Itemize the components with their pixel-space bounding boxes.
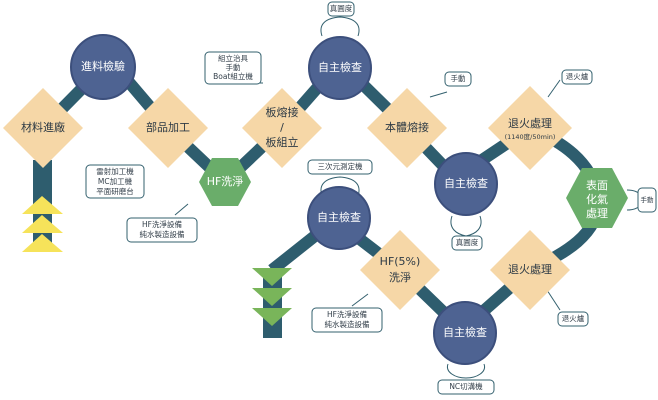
end-arrow-3 bbox=[252, 308, 292, 326]
svg-text:Boat組立機: Boat組立機 bbox=[213, 71, 253, 81]
svg-text:三次元測定機: 三次元測定機 bbox=[318, 161, 363, 171]
svg-text:HF洗淨設備: HF洗淨設備 bbox=[142, 219, 182, 229]
svg-text:自主檢查: 自主檢查 bbox=[444, 176, 488, 190]
step-material: 材料進廠 bbox=[3, 88, 83, 168]
svg-text:板組立: 板組立 bbox=[266, 135, 299, 149]
svg-text:自主檢查: 自主檢查 bbox=[318, 60, 362, 74]
svg-text:雷射加工機: 雷射加工機 bbox=[96, 166, 134, 176]
step-self-check-1: 自主檢查 bbox=[308, 36, 372, 100]
svg-text:真圓度: 真圓度 bbox=[456, 237, 479, 247]
svg-text:自主檢查: 自主檢查 bbox=[317, 210, 361, 224]
tag-roundness-bottom: 真圓度 bbox=[451, 235, 483, 251]
step-hf5-wash: HF(5%) 洗淨 bbox=[360, 230, 440, 310]
step-anneal-2: 退火處理 bbox=[490, 230, 570, 310]
tag-manual-2: 手動 bbox=[637, 187, 657, 213]
step-self-check-4: 自主檢查 bbox=[433, 301, 497, 365]
svg-text:退火爐: 退火爐 bbox=[566, 71, 589, 81]
svg-text:/: / bbox=[280, 121, 284, 134]
step-body-weld: 本體熔接 bbox=[367, 88, 447, 168]
svg-text:板熔接: 板熔接 bbox=[266, 105, 299, 119]
svg-text:組立治具: 組立治具 bbox=[218, 53, 248, 63]
svg-text:手動: 手動 bbox=[451, 73, 466, 83]
svg-text:真圓度: 真圓度 bbox=[330, 3, 353, 13]
tag-nc-cutting: NC切溝機 bbox=[437, 379, 495, 395]
svg-text:退火爐: 退火爐 bbox=[562, 313, 585, 323]
svg-text:HF(5%): HF(5%) bbox=[380, 255, 421, 268]
step-incoming: 進料檢驗 bbox=[70, 34, 136, 100]
step-surface: 表面 化氣 處理 bbox=[566, 168, 628, 228]
circles: 進料檢驗 自主檢查 自主檢查 自主檢查 自主檢查 bbox=[70, 34, 498, 365]
svg-text:退火處理: 退火處理 bbox=[508, 262, 552, 276]
svg-text:手動: 手動 bbox=[641, 195, 655, 204]
tag-manual-1: 手動 bbox=[444, 71, 472, 87]
svg-text:洗淨: 洗淨 bbox=[389, 271, 411, 284]
tag-hf-equipment: HF洗淨設備 純水製造設備 bbox=[126, 217, 198, 243]
svg-text:退火處理: 退火處理 bbox=[508, 116, 552, 130]
step-welding: 板熔接 / 板組立 bbox=[242, 88, 322, 168]
svg-text:部品加工: 部品加工 bbox=[146, 120, 190, 134]
start-arrows bbox=[22, 196, 63, 252]
start-arrow-3 bbox=[22, 234, 63, 252]
end-arrows bbox=[252, 268, 292, 326]
tag-roundness-top: 真圓度 bbox=[327, 1, 355, 17]
svg-text:MC加工機: MC加工機 bbox=[98, 176, 133, 186]
step-anneal-1: 退火處理 (1140度/50min) bbox=[488, 86, 572, 170]
step-self-check-3: 自主檢查 bbox=[307, 186, 371, 250]
svg-text:純水製造設備: 純水製造設備 bbox=[140, 229, 185, 239]
svg-text:處理: 處理 bbox=[586, 206, 608, 220]
step-parts: 部品加工 bbox=[128, 88, 208, 168]
tag-cmm: 三次元測定機 bbox=[307, 159, 373, 175]
svg-text:材料進廠: 材料進廠 bbox=[21, 120, 65, 134]
svg-text:手動: 手動 bbox=[226, 62, 241, 72]
svg-text:本體熔接: 本體熔接 bbox=[385, 120, 429, 134]
tag-jig: 組立治具 手動 Boat組立機 bbox=[204, 51, 262, 85]
step-self-check-2: 自主檢查 bbox=[434, 152, 498, 216]
svg-text:HF洗淨: HF洗淨 bbox=[207, 175, 244, 188]
start-arrow-1 bbox=[22, 196, 63, 214]
svg-text:化氣: 化氣 bbox=[586, 192, 608, 206]
hexagons: HF洗淨 表面 化氣 處理 bbox=[199, 158, 628, 228]
end-arrow-2 bbox=[252, 288, 292, 306]
svg-text:純水製造設備: 純水製造設備 bbox=[325, 319, 370, 329]
end-arrow-1 bbox=[252, 268, 292, 286]
start-arrow-2 bbox=[22, 215, 63, 233]
tag-hf5-equipment: HF洗淨設備 純水製造設備 bbox=[311, 307, 383, 333]
tag-anneal-furnace-2: 退火爐 bbox=[557, 311, 589, 327]
svg-text:平面研磨台: 平面研磨台 bbox=[96, 186, 134, 196]
step-hf-wash: HF洗淨 bbox=[199, 158, 251, 206]
tag-anneal-furnace-1: 退火爐 bbox=[561, 69, 593, 85]
svg-text:自主檢查: 自主檢查 bbox=[443, 325, 487, 339]
svg-text:NC切溝機: NC切溝機 bbox=[449, 381, 483, 391]
svg-text:HF洗淨設備: HF洗淨設備 bbox=[327, 309, 367, 319]
diamonds: 材料進廠 部品加工 板熔接 / 板組立 本體熔接 退火處理 (1140度/50m… bbox=[3, 86, 572, 310]
svg-text:進料檢驗: 進料檢驗 bbox=[81, 59, 125, 73]
svg-text:(1140度/50min): (1140度/50min) bbox=[505, 132, 556, 141]
tag-laser: 雷射加工機 MC加工機 平面研磨台 bbox=[85, 164, 145, 199]
callout-tags: 真圓度 組立治具 手動 Boat組立機 手動 退火爐 雷射加工機 MC加工機 平… bbox=[85, 1, 657, 395]
svg-text:表面: 表面 bbox=[586, 178, 608, 192]
